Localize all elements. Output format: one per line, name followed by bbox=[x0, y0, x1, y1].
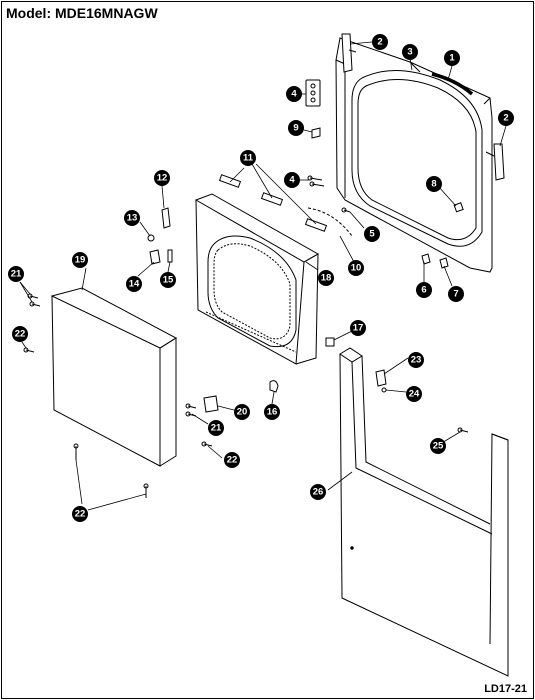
svg-text:2: 2 bbox=[377, 37, 382, 48]
door-panel-part bbox=[50, 287, 177, 467]
callout-3: 3 bbox=[402, 44, 418, 60]
svg-text:23: 23 bbox=[411, 355, 422, 366]
svg-text:14: 14 bbox=[129, 279, 140, 290]
screw-set-mid bbox=[307, 175, 325, 187]
svg-text:11: 11 bbox=[243, 153, 254, 164]
plug-part-13 bbox=[147, 234, 155, 242]
callout-16: 16 bbox=[264, 404, 280, 420]
svg-text:3: 3 bbox=[407, 47, 412, 58]
screw-part-24 bbox=[381, 387, 387, 393]
callout-18: 18 bbox=[318, 270, 334, 286]
callout-21-mid: 21 bbox=[208, 420, 224, 436]
bracket-part-23 bbox=[375, 369, 387, 387]
callout-13: 13 bbox=[124, 210, 140, 226]
svg-text:22: 22 bbox=[227, 455, 238, 466]
clip-part-9 bbox=[311, 127, 321, 139]
svg-text:26: 26 bbox=[313, 487, 324, 498]
svg-text:2: 2 bbox=[503, 113, 508, 124]
svg-text:19: 19 bbox=[75, 255, 86, 266]
callout-9: 9 bbox=[288, 120, 304, 136]
callout-8: 8 bbox=[426, 176, 442, 192]
model-title: Model: MDE16MNAGW bbox=[6, 5, 158, 21]
svg-text:16: 16 bbox=[267, 407, 278, 418]
front-panel-part bbox=[339, 347, 509, 677]
svg-text:7: 7 bbox=[453, 289, 458, 300]
callout-22-mid: 22 bbox=[224, 452, 240, 468]
svg-text:8: 8 bbox=[431, 179, 436, 190]
svg-text:17: 17 bbox=[353, 323, 364, 334]
seal-strip-part-10 bbox=[307, 207, 353, 237]
latch-part-7 bbox=[439, 257, 449, 269]
svg-text:20: 20 bbox=[237, 407, 248, 418]
screw-part-15 bbox=[167, 249, 173, 263]
callout-15: 15 bbox=[160, 272, 176, 288]
callout-20: 20 bbox=[234, 404, 250, 420]
svg-text:25: 25 bbox=[433, 441, 444, 452]
rear-bulkhead-part bbox=[335, 37, 493, 273]
svg-text:15: 15 bbox=[163, 275, 174, 286]
callout-7: 7 bbox=[448, 286, 464, 302]
svg-text:22: 22 bbox=[15, 329, 26, 340]
callout-4-top: 4 bbox=[286, 86, 302, 102]
callout-19: 19 bbox=[72, 252, 88, 268]
callout-26: 26 bbox=[310, 484, 326, 500]
screws-mid-part bbox=[185, 403, 197, 417]
bracket-part-14 bbox=[149, 249, 161, 265]
hinge-part-20 bbox=[203, 395, 219, 413]
clip-part-17 bbox=[325, 337, 335, 347]
screw-part-5 bbox=[343, 209, 351, 213]
callout-24: 24 bbox=[406, 386, 422, 402]
svg-text:21: 21 bbox=[11, 269, 22, 280]
bracket-left-part bbox=[341, 33, 357, 73]
glide-strips-part bbox=[218, 174, 328, 232]
callout-22-bottom: 22 bbox=[72, 506, 88, 522]
callout-5: 5 bbox=[364, 226, 380, 242]
callout-17: 17 bbox=[350, 320, 366, 336]
callout-23: 23 bbox=[408, 352, 424, 368]
svg-text:1: 1 bbox=[449, 53, 455, 64]
clip-part-16 bbox=[269, 380, 279, 393]
diagram-code: LD17-21 bbox=[484, 683, 527, 695]
callout-1: 1 bbox=[444, 50, 460, 66]
hinge-part-12 bbox=[161, 207, 171, 229]
svg-text:4: 4 bbox=[291, 89, 297, 100]
svg-text:9: 9 bbox=[293, 123, 298, 134]
callout-12: 12 bbox=[154, 170, 170, 186]
callout-6: 6 bbox=[416, 282, 432, 298]
callout-25: 25 bbox=[430, 438, 446, 454]
svg-text:12: 12 bbox=[157, 173, 168, 184]
bracket-right-part bbox=[485, 143, 505, 181]
callout-4-mid: 4 bbox=[284, 172, 300, 188]
svg-text:5: 5 bbox=[369, 229, 375, 240]
callout-2-right: 2 bbox=[498, 110, 514, 126]
svg-text:13: 13 bbox=[127, 213, 138, 224]
screw-set-top bbox=[305, 79, 321, 107]
callout-22-left: 22 bbox=[12, 326, 28, 342]
svg-text:4: 4 bbox=[289, 175, 295, 186]
screw-part-22-mid bbox=[203, 443, 213, 447]
callout-10: 10 bbox=[348, 260, 364, 276]
svg-text:6: 6 bbox=[421, 285, 426, 296]
screws-left-part bbox=[27, 293, 41, 307]
svg-text:18: 18 bbox=[321, 273, 332, 284]
callout-21-left: 21 bbox=[8, 266, 24, 282]
front-bulkhead-part bbox=[194, 193, 320, 365]
svg-text:21: 21 bbox=[211, 423, 222, 434]
rear-felt-seal bbox=[431, 72, 474, 96]
svg-text:10: 10 bbox=[351, 263, 362, 274]
callout-14: 14 bbox=[126, 276, 142, 292]
callout-11: 11 bbox=[240, 150, 256, 166]
svg-text:24: 24 bbox=[409, 389, 420, 400]
callout-2-top-left: 2 bbox=[372, 34, 388, 50]
leader-lines bbox=[19, 41, 507, 511]
svg-text:22: 22 bbox=[75, 509, 86, 520]
screw-part-25 bbox=[459, 429, 469, 433]
screw-part-22-left bbox=[25, 349, 35, 353]
latch-part-6 bbox=[421, 253, 431, 265]
